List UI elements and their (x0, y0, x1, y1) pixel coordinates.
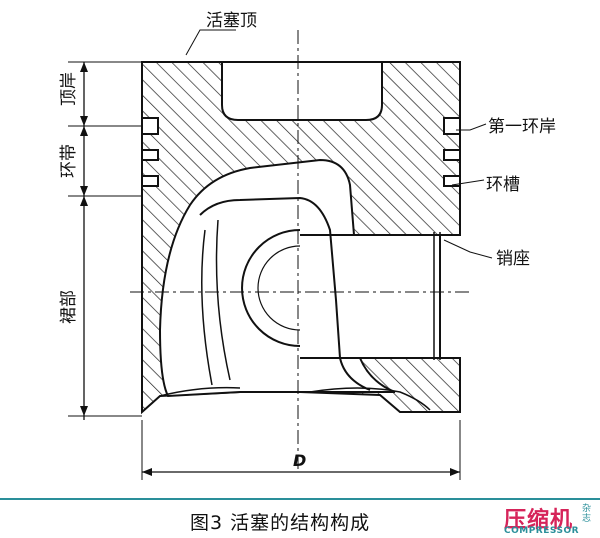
logo-main-text: 压缩机 (504, 508, 574, 533)
piston-structure-diagram: 顶岸 环带 裙部 活塞顶 第一环岸 环槽 销座 D (59, 11, 556, 480)
center-lines (130, 30, 472, 470)
boss-contour (199, 196, 371, 391)
label-pin-boss: 销座 (496, 249, 530, 269)
label-ring-groove: 环槽 (486, 175, 520, 195)
logo-side-text: 杂志 (582, 504, 592, 524)
label-top-land: 顶岸 (59, 72, 79, 106)
piston-section (141, 61, 461, 415)
inner-cavity (158, 158, 441, 398)
piston-crown-recess (221, 61, 383, 121)
right-labels: 第一环岸 环槽 销座 (443, 117, 556, 269)
logo-sub-text: COMPRESSOR (504, 526, 580, 536)
skirt-bottom (159, 386, 431, 411)
label-first-ring-land: 第一环岸 (488, 117, 556, 137)
top-label-group: 活塞顶 (185, 11, 257, 56)
label-ring-belt: 环带 (59, 144, 79, 178)
figure-caption: 图3 活塞的结构构成 (190, 512, 371, 534)
caption-bar: 图3 活塞的结构构成 压缩机 COMPRESSOR 杂志 (0, 498, 600, 538)
label-piston-top: 活塞顶 (206, 11, 257, 31)
diameter-dimension: D (141, 420, 461, 480)
pin-bore (241, 229, 301, 347)
left-dimensions: 顶岸 环带 裙部 (59, 61, 142, 420)
label-diameter: D (293, 451, 306, 470)
label-skirt: 裙部 (59, 290, 79, 324)
compressor-logo: 压缩机 COMPRESSOR 杂志 (504, 502, 598, 536)
